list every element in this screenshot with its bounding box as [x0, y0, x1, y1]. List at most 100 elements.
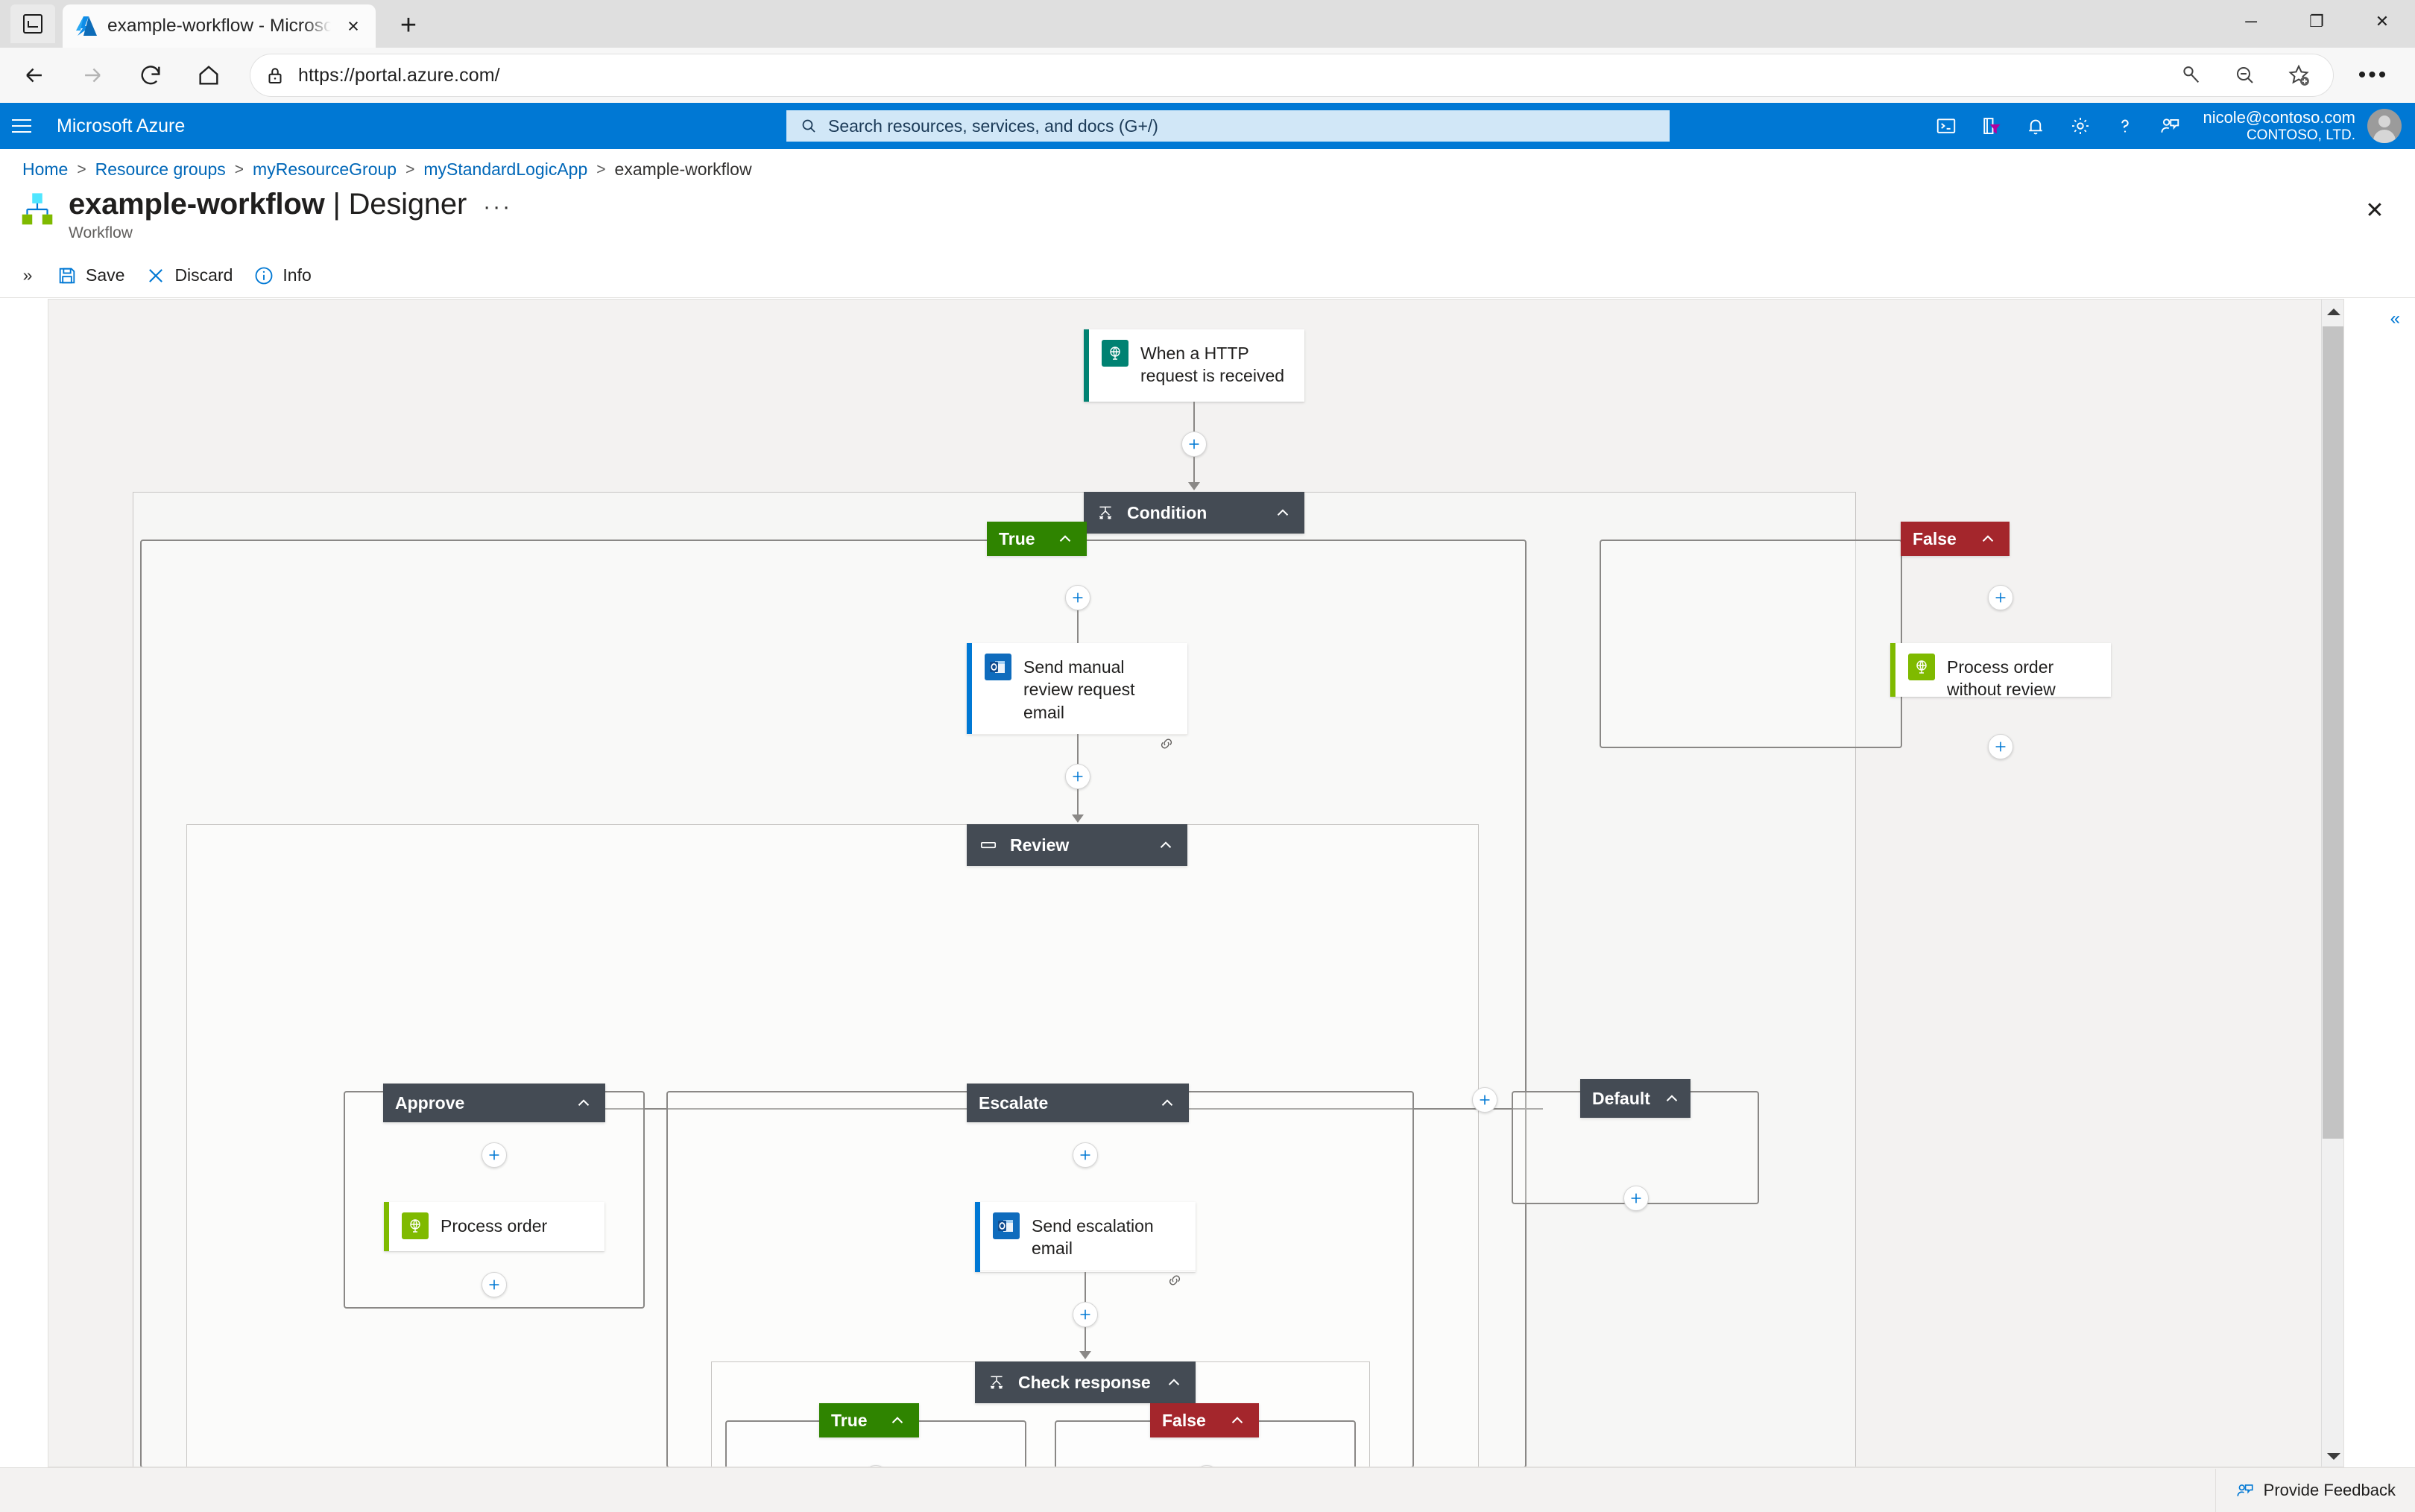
plus-icon [1480, 1095, 1490, 1105]
node-condition-header[interactable]: Condition [1084, 492, 1304, 534]
http-action-icon [1908, 654, 1935, 680]
case-header-escalate[interactable]: Escalate [967, 1084, 1189, 1122]
case-label-default: Default [1592, 1088, 1650, 1108]
chevron-up-icon[interactable] [1164, 1373, 1184, 1392]
chevron-up-icon[interactable] [1055, 529, 1075, 548]
browser-settings-button[interactable]: ••• [2358, 63, 2389, 87]
add-action-button[interactable] [482, 1272, 507, 1297]
azure-brand-label[interactable]: Microsoft Azure [57, 115, 186, 136]
chevron-up-icon[interactable] [1662, 1089, 1682, 1108]
add-case-button[interactable] [1472, 1087, 1497, 1113]
case-header-default[interactable]: Default [1580, 1079, 1690, 1118]
forward-button[interactable] [69, 51, 116, 99]
new-tab-button[interactable]: + [400, 10, 417, 41]
node-send-escalation-email[interactable]: Send escalation email [975, 1202, 1196, 1285]
breadcrumb-separator: > [77, 160, 86, 178]
http-action-icon [402, 1212, 429, 1239]
chevron-up-icon[interactable] [1158, 1093, 1177, 1113]
add-action-button[interactable] [1073, 1302, 1098, 1327]
breadcrumb-separator: > [405, 160, 415, 178]
close-tab-icon[interactable]: × [347, 14, 359, 37]
portal-menu-button[interactable] [0, 103, 43, 149]
branch-header-true[interactable]: True [987, 522, 1087, 556]
reload-button[interactable] [127, 51, 174, 99]
breadcrumb-item-home[interactable]: Home [22, 159, 69, 179]
search-icon [802, 119, 815, 133]
tab-list-button[interactable] [10, 4, 55, 43]
cloud-shell-button[interactable] [1924, 103, 1969, 149]
breadcrumb-item-mystandardlogicapp[interactable]: myStandardLogicApp [423, 159, 588, 179]
chevron-up-icon[interactable] [1273, 503, 1292, 522]
directory-filter-button[interactable] [1969, 103, 2013, 149]
branch-header-false[interactable]: False [1901, 522, 2010, 556]
chevron-up-icon[interactable] [888, 1411, 907, 1430]
window-maximize-button[interactable]: ❐ [2309, 12, 2324, 31]
window-minimize-button[interactable]: ─ [2245, 12, 2257, 31]
node-label: When a HTTP request is received [1140, 344, 1285, 386]
canvas-vertical-scrollbar[interactable] [2321, 300, 2343, 1467]
address-bar[interactable]: https://portal.azure.com/ [250, 54, 2333, 96]
close-blade-button[interactable]: ✕ [2365, 197, 2384, 223]
account-menu[interactable]: nicole@contoso.com CONTOSO, LTD. [2203, 108, 2402, 144]
collapse-panel-button[interactable]: « [2390, 309, 2400, 329]
discard-button[interactable]: Discard [135, 259, 243, 293]
help-button[interactable] [2103, 103, 2147, 149]
add-action-button[interactable] [1073, 1142, 1098, 1168]
expand-command-bar-button[interactable]: » [22, 265, 33, 285]
add-action-button[interactable] [1623, 1186, 1649, 1211]
node-check-response-header[interactable]: Check response [975, 1361, 1196, 1403]
node-process-order[interactable]: Process order [384, 1202, 604, 1251]
notifications-button[interactable] [2013, 103, 2058, 149]
info-button[interactable]: Info [243, 259, 321, 293]
window-close-button[interactable]: ✕ [2375, 12, 2390, 31]
node-send-manual-review-email[interactable]: Send manual review request email [967, 643, 1187, 749]
breadcrumb-item-myresourcegroup[interactable]: myResourceGroup [253, 159, 397, 179]
condition-icon [1099, 506, 1112, 519]
add-action-button[interactable] [482, 1142, 507, 1168]
add-action-button[interactable] [1181, 431, 1207, 457]
chevron-up-icon[interactable] [1228, 1411, 1247, 1430]
provide-feedback-button[interactable]: Provide Feedback [2214, 1468, 2415, 1512]
branch-header-check-true[interactable]: True [819, 1403, 919, 1437]
edge-escalation-to-check-lower [1085, 1327, 1086, 1353]
password-key-button[interactable] [2171, 54, 2212, 96]
edge-trigger-to-condition-lower [1193, 457, 1195, 484]
connection-link-icon[interactable] [1158, 735, 1175, 753]
add-action-button[interactable] [1065, 585, 1090, 610]
save-button[interactable]: Save [46, 259, 135, 293]
breadcrumb-item-resource-groups[interactable]: Resource groups [95, 159, 226, 179]
case-header-approve[interactable]: Approve [383, 1084, 605, 1122]
chevron-up-icon[interactable] [1156, 835, 1175, 855]
branch-header-check-false[interactable]: False [1150, 1403, 1259, 1437]
settings-gear-icon [2072, 118, 2089, 134]
node-label: Process order without review [1947, 657, 2056, 700]
scroll-down-button[interactable] [2322, 1444, 2343, 1467]
plus-icon [1995, 592, 2006, 603]
scrollbar-thumb[interactable] [2323, 326, 2343, 1139]
node-process-order-without-review[interactable]: Process order without review [1890, 643, 2111, 699]
node-trigger-http-request[interactable]: When a HTTP request is received [1084, 329, 1304, 402]
add-action-button[interactable] [1065, 764, 1090, 789]
browser-tab-active[interactable]: example-workflow - Microsoft A × [63, 4, 376, 48]
settings-button[interactable] [2058, 103, 2103, 149]
account-organization: CONTOSO, LTD. [2246, 127, 2355, 143]
add-action-button[interactable] [1988, 585, 2013, 610]
add-favorite-button[interactable] [2278, 54, 2320, 96]
connection-link-icon[interactable] [1166, 1271, 1184, 1289]
page-more-menu-button[interactable]: ··· [483, 194, 513, 219]
header-feedback-button[interactable] [2147, 103, 2192, 149]
home-button[interactable] [185, 51, 233, 99]
add-action-button[interactable] [1988, 734, 2013, 759]
zoom-out-icon [2237, 67, 2253, 83]
global-search-input[interactable]: Search resources, services, and docs (G+… [786, 110, 1670, 142]
avatar[interactable] [2367, 108, 2402, 143]
switch-icon [980, 841, 997, 849]
node-review-switch-header[interactable]: Review [967, 824, 1187, 866]
designer-canvas[interactable]: When a HTTP request is received Conditio… [48, 299, 2344, 1467]
chevron-up-icon[interactable] [574, 1093, 593, 1113]
scroll-up-button[interactable] [2322, 300, 2343, 323]
back-button[interactable] [10, 51, 58, 99]
zoom-out-button[interactable] [2224, 54, 2266, 96]
edge-email-to-review [1077, 734, 1079, 764]
chevron-up-icon[interactable] [1978, 529, 1998, 548]
